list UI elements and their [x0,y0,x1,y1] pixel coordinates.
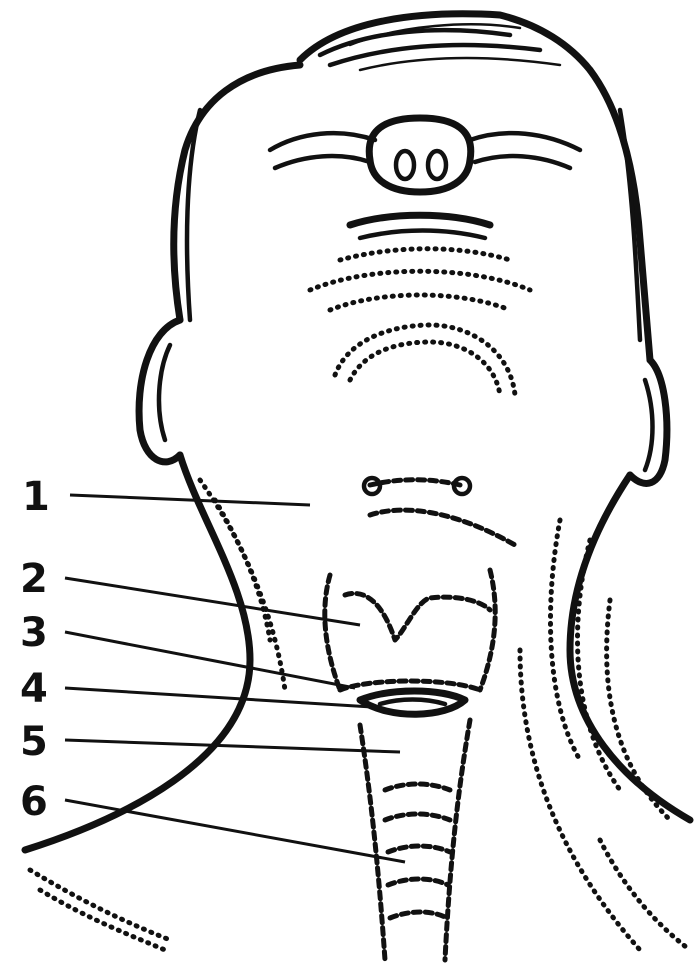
eyes [270,133,580,168]
callout-label-6: 6 [20,779,48,825]
trachea [360,720,470,960]
leader-line-1 [70,495,310,505]
chin-jaw [310,271,530,395]
callout-label-4: 4 [20,666,48,712]
mouth [340,215,510,260]
leader-line-4 [65,688,372,707]
callout-label-1: 1 [22,474,50,520]
leader-line-2 [65,578,360,625]
right-ear [630,360,667,483]
leader-line-5 [65,740,400,752]
neck-outline [25,455,690,850]
callout-label-2: 2 [20,556,48,602]
callout-leaders [65,495,405,862]
callout-label-5: 5 [20,719,48,765]
callout-labels: 1 2 3 4 5 6 [20,474,50,825]
left-ear [139,320,180,462]
cricoid-cartilage [360,691,465,714]
leader-line-3 [65,632,355,688]
hair [300,14,590,70]
hyoid-bone [364,478,515,545]
callout-label-3: 3 [20,610,48,656]
nose [369,118,471,192]
thyroid-cartilage [325,570,495,690]
leader-line-6 [65,800,405,862]
